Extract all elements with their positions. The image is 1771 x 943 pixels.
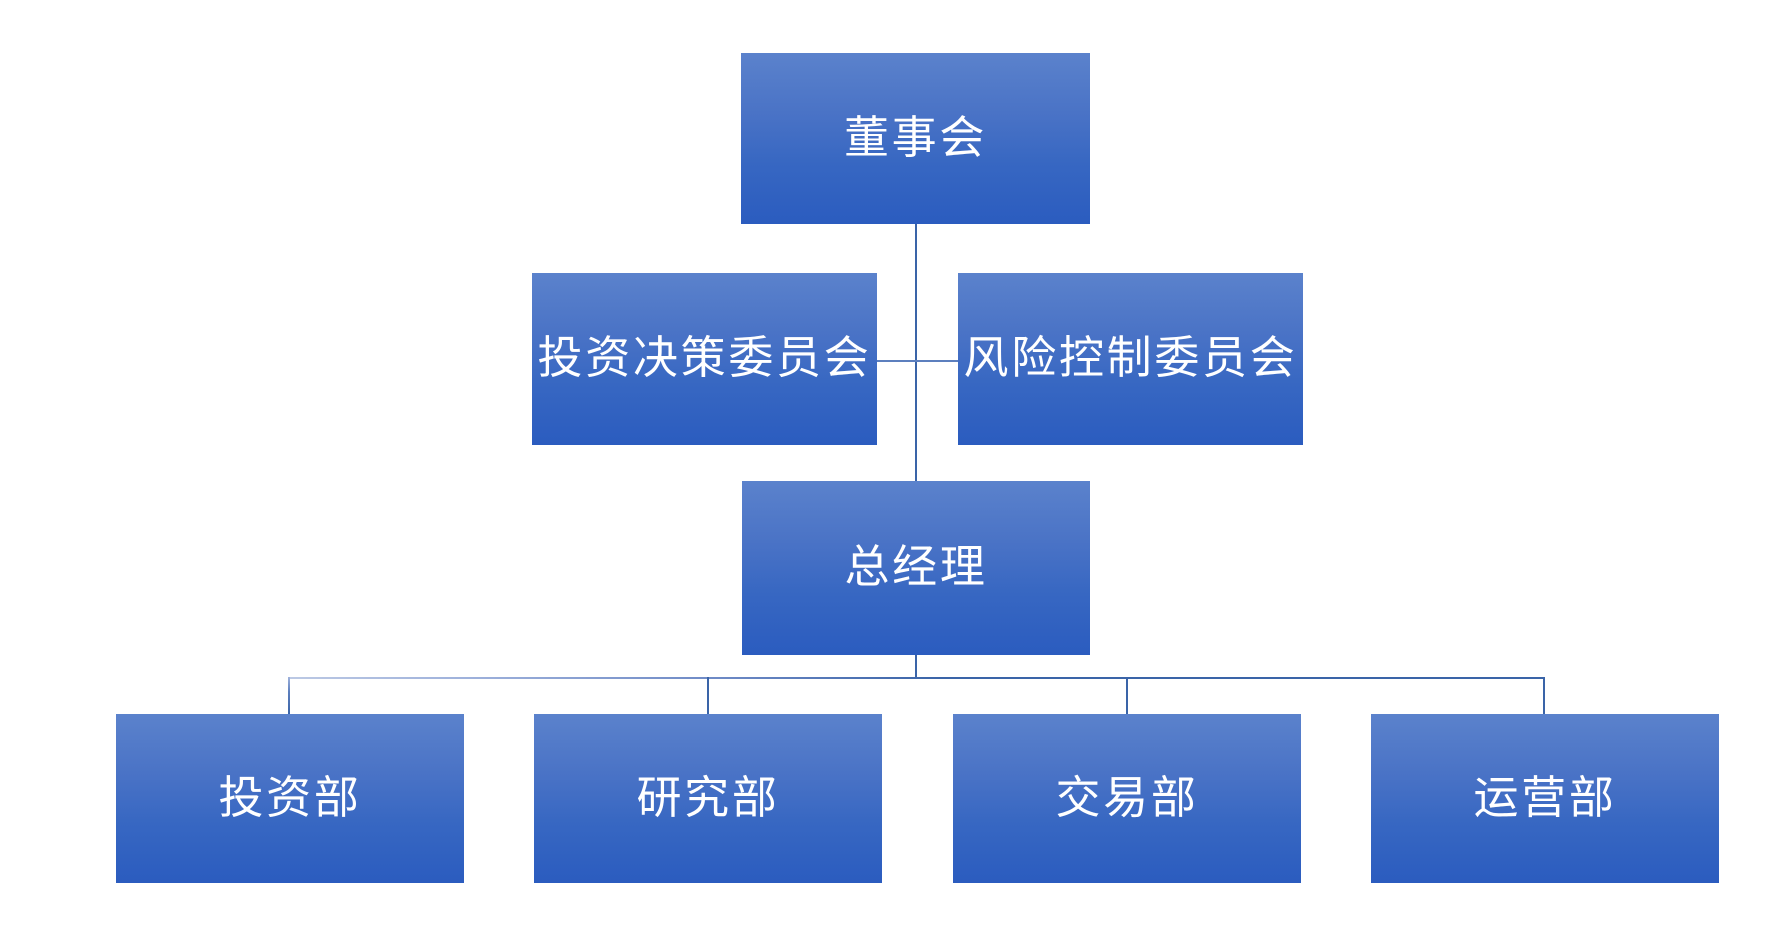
node-general-manager[interactable]: 总经理 [742,481,1090,655]
node-label-risk-control-committee: 风险控制委员会 [963,333,1298,384]
node-label-operations-department: 运营部 [1473,772,1617,823]
node-investment-decision-committee[interactable]: 投资决策委员会 [532,273,877,445]
connector-general-manager-to-bus [915,655,917,678]
connector-drop-trading-department [1126,677,1128,714]
node-research-department[interactable]: 研究部 [534,714,882,883]
node-label-board-of-directors: 董事会 [843,112,988,163]
connector-spine-to-risk-committee [916,360,958,362]
node-label-general-manager: 总经理 [844,542,988,593]
node-investment-department[interactable]: 投资部 [116,714,464,883]
node-operations-department[interactable]: 运营部 [1371,714,1719,883]
node-label-trading-department: 交易部 [1055,772,1199,823]
connector-drop-operations-department [1543,677,1545,714]
node-board-of-directors[interactable]: 董事会 [741,53,1090,224]
connector-drop-investment-department [288,677,290,714]
connector-department-bus [289,677,1545,679]
node-label-research-department: 研究部 [636,772,780,823]
connector-investment-committee-to-spine [877,360,916,362]
connector-drop-research-department [707,677,709,714]
node-trading-department[interactable]: 交易部 [953,714,1301,883]
node-label-investment-department: 投资部 [218,772,362,823]
node-risk-control-committee[interactable]: 风险控制委员会 [958,273,1303,445]
node-label-investment-decision-committee: 投资决策委员会 [537,333,872,384]
connector-board-to-general-manager [915,224,917,481]
